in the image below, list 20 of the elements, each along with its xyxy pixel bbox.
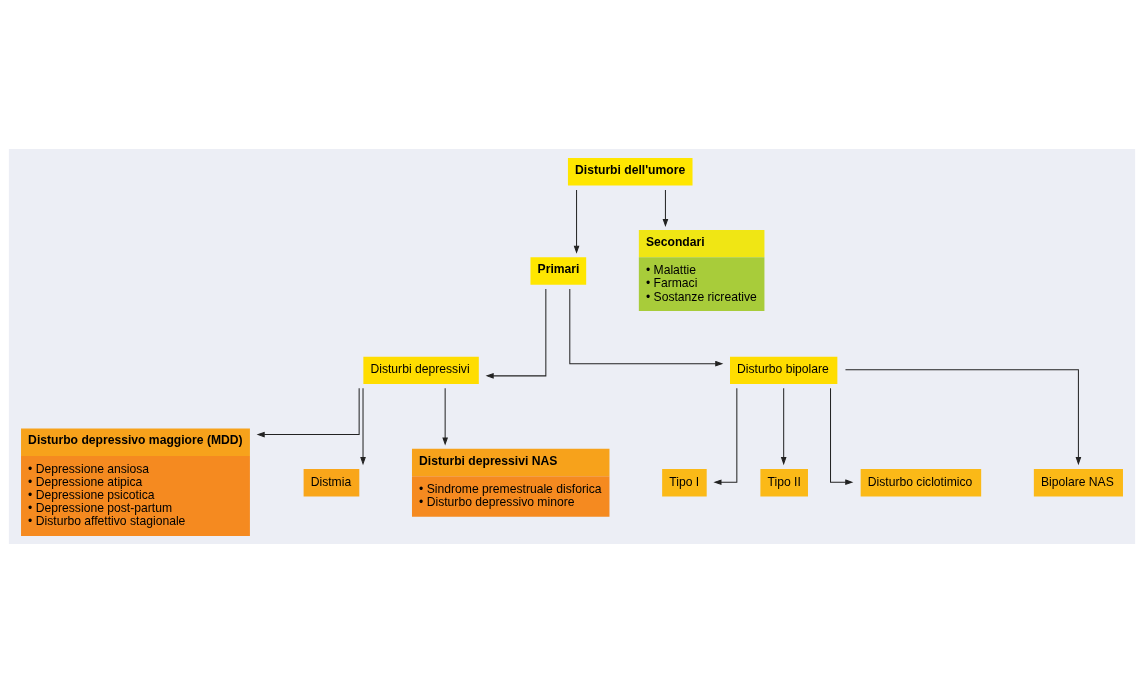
arrow [256, 387, 360, 438]
node-box: Disturbi depressivi [363, 356, 479, 384]
arrow [830, 387, 854, 486]
node-box: Bipolare NAS [1033, 469, 1123, 497]
arrow [844, 369, 1082, 466]
node-box: Distmia [303, 469, 360, 497]
arrow [569, 288, 724, 367]
node-box: Disturbo ciclotimico [860, 469, 982, 497]
arrow [573, 189, 580, 254]
node-box: Tipo II [760, 469, 808, 497]
arrow [662, 189, 669, 228]
node-box: Tipo I [662, 469, 707, 497]
arrow [713, 387, 738, 486]
node-box: Disturbi dell'umore [567, 158, 693, 186]
arrow [360, 387, 366, 466]
arrow [485, 288, 547, 379]
arrow [442, 387, 448, 446]
node-box: Disturbo bipolare [730, 356, 838, 384]
node-box: Primari [530, 257, 587, 285]
arrow [780, 387, 787, 466]
